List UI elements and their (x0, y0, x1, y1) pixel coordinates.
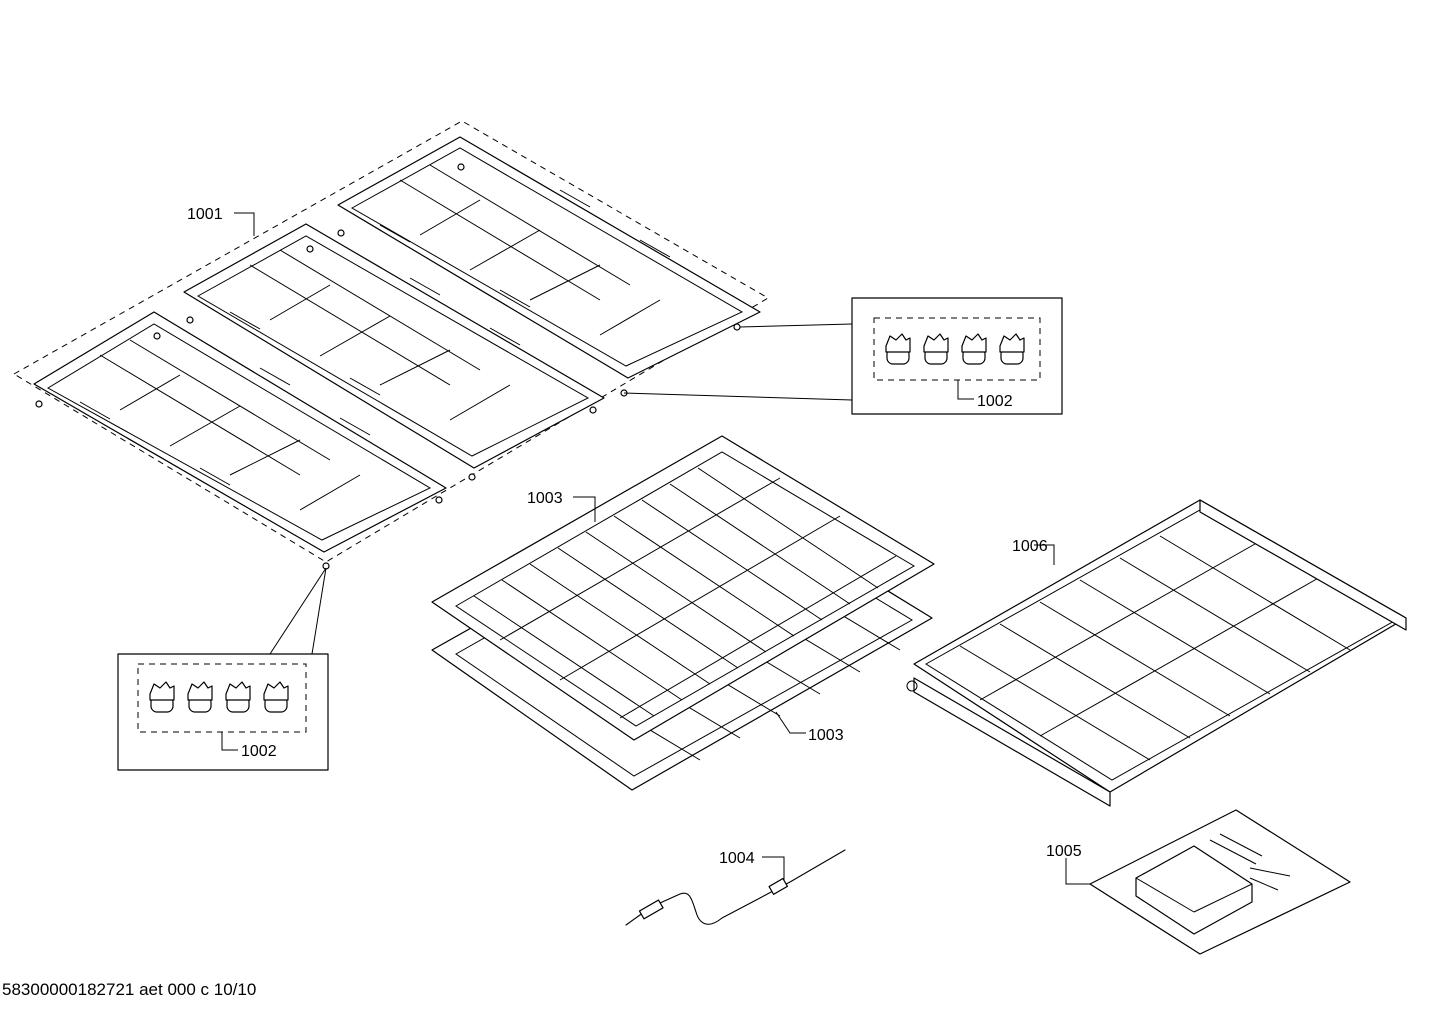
label-1003-upper: 1003 (527, 490, 563, 507)
fixing-kit-bag: 1005 (1046, 809, 1351, 955)
rubber-feet-callout-top: 1002 (623, 297, 1063, 415)
drawing-reference-footer: 58300000182721 aet 000 c 10/10 (2, 980, 257, 999)
oven-racks: 1003 1003 (431, 435, 935, 791)
rubber-feet-set-top (885, 333, 1025, 365)
oven-rack-upper (431, 435, 935, 741)
label-1002-top: 1002 (977, 393, 1013, 410)
label-1004: 1004 (719, 850, 755, 867)
rubber-feet-set-bottom (149, 681, 289, 713)
label-1003-lower: 1003 (808, 727, 844, 744)
grate-right (337, 136, 761, 379)
burner-grates-group: 1001 (13, 120, 769, 570)
grate-left (33, 311, 447, 553)
telescopic-rack: 1006 (906, 499, 1407, 807)
label-1005: 1005 (1046, 843, 1082, 860)
label-1006: 1006 (1012, 538, 1048, 555)
rubber-feet-callout-bottom: 1002 (117, 567, 329, 771)
grate-middle (183, 223, 605, 469)
meat-probe: 1004 (625, 849, 846, 926)
label-1002-bottom: 1002 (241, 743, 277, 760)
grate-feet-markers (35, 163, 741, 570)
label-1001: 1001 (187, 206, 223, 223)
